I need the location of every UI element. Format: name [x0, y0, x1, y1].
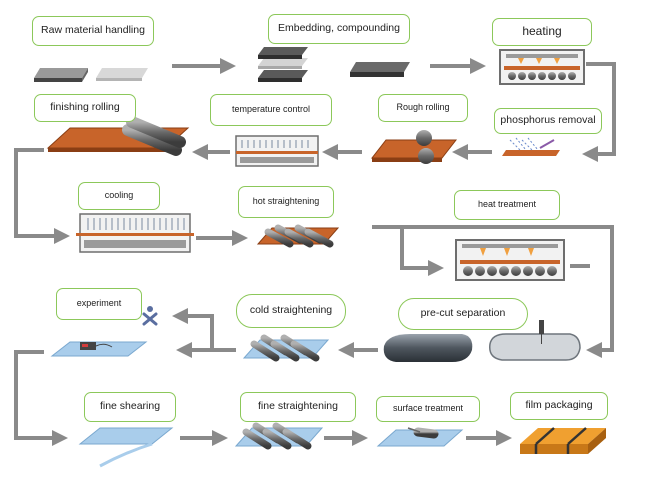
raw-material-slabs [34, 68, 148, 82]
step-label-heating: heating [492, 18, 592, 46]
step-label-embedding-compounding: Embedding, compounding [268, 14, 410, 44]
surface-treatment-sheet [376, 427, 464, 447]
cold-straightening-rollers [242, 334, 330, 362]
finishing-rolling-mill [46, 116, 190, 156]
step-label-cooling: cooling [78, 182, 160, 210]
step-label-cold-straightening: cold straightening [236, 294, 346, 328]
rough-rolling-mill [370, 130, 458, 164]
film-packaging-bundle [520, 427, 606, 454]
heating-furnace [499, 49, 585, 85]
fine-shearing-sheet [78, 427, 174, 468]
step-label-fine-straightening: fine straightening [240, 392, 356, 422]
hot-straightening-rollers [256, 224, 340, 248]
step-label-surface-treatment: surface treatment [376, 396, 480, 422]
step-label-phosphorus-removal: phosphorus removal [494, 108, 602, 134]
step-label-fine-shearing: fine shearing [84, 392, 176, 422]
experiment-setup [50, 306, 158, 357]
heat-treatment-furnace [455, 239, 565, 281]
step-label-temperature-control: temperature control [210, 94, 332, 126]
step-label-experiment: experiment [56, 288, 142, 320]
cooling-unit [76, 213, 194, 253]
step-label-rough-rolling: Rough rolling [378, 94, 468, 122]
step-label-raw-material-handling: Raw material handling [32, 16, 154, 46]
step-label-finishing-rolling: finishing rolling [34, 94, 136, 122]
step-label-heat-treatment: heat treatment [454, 190, 560, 220]
temperature-control-unit [235, 135, 319, 167]
fine-straightening-rollers [234, 422, 324, 450]
embedding-stack [258, 47, 410, 82]
step-label-film-packaging: film packaging [510, 392, 608, 420]
step-label-hot-straightening: hot straightening [238, 186, 334, 218]
pre-cut-separation-sheets [383, 320, 581, 362]
flow-arrows [14, 58, 616, 446]
phosphorus-removal-sprayer [502, 137, 560, 156]
step-label-pre-cut-separation: pre-cut separation [398, 298, 528, 330]
